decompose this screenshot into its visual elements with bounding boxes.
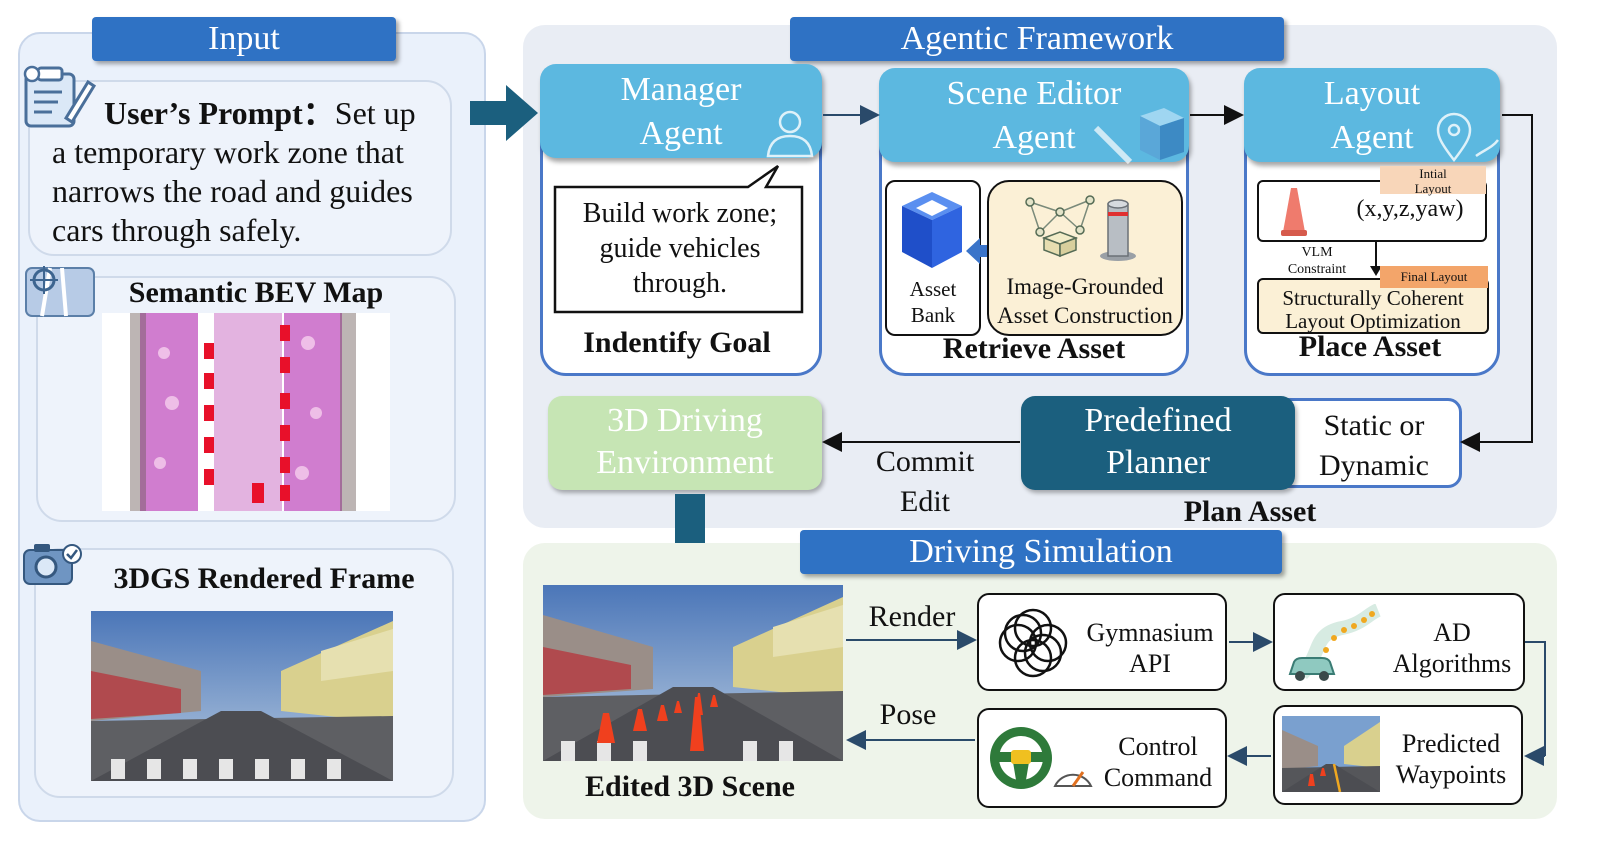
gymnasium-text: Gymnasium API	[1076, 617, 1224, 679]
place-asset-caption: Place Asset	[1298, 330, 1442, 363]
edited-scene-image	[543, 585, 843, 761]
speech-line-2: guide vehicles	[599, 233, 761, 264]
control-command-text: Control Command	[1090, 731, 1226, 793]
plan-asset-caption: Plan Asset	[1183, 495, 1317, 528]
frame-label: 3DGS Rendered Frame	[113, 562, 415, 595]
steering-wheel-icon	[990, 727, 1093, 789]
editor-title-line-1: Scene Editor	[946, 75, 1122, 112]
prompt-label: User’s Prompt	[104, 95, 303, 131]
gym-line-2: API	[1129, 649, 1171, 678]
prompt-line-1: Set up	[334, 95, 416, 131]
retrieve-asset-caption: Retrieve Asset	[942, 332, 1126, 365]
manager-title-line-2: Agent	[639, 115, 723, 152]
coords-text: (x,y,z,yaw)	[1356, 196, 1464, 222]
gymnasium-api-box	[977, 593, 1227, 691]
camera-icon	[23, 544, 82, 585]
network-icon	[1025, 195, 1095, 258]
ad-algorithms-text: AD Algorithms	[1384, 617, 1520, 679]
prompt-line-2: a temporary work zone that	[52, 134, 404, 170]
bollard-icon	[1100, 199, 1136, 261]
construction-line-1: Image-Grounded	[1006, 274, 1164, 299]
asset-bank-line-1: Asset	[909, 277, 957, 301]
gym-line-1: Gymnasium	[1086, 618, 1214, 647]
input-banner: Input	[92, 17, 396, 61]
asset-construction-text: Image-Grounded Asset Construction	[987, 272, 1183, 330]
speech-line-3: through.	[632, 268, 728, 299]
ad-line-1: AD	[1433, 618, 1471, 647]
manager-agent-title: Manager Agent	[540, 64, 822, 158]
driving-environment-box: 3D Driving Environment	[548, 396, 822, 490]
waypoint-line-1: Predicted	[1401, 729, 1501, 758]
manager-speech-text: Build work zone; guide vehicles through.	[556, 196, 804, 301]
commit-line-1: Commit	[875, 445, 975, 478]
control-line-1: Control	[1118, 732, 1198, 761]
optim-line-2: Layout Optimization	[1285, 309, 1461, 333]
vlm-constraint-text: VLM Constraint	[1282, 244, 1352, 278]
control-line-2: Command	[1103, 763, 1213, 792]
initial-tag-line-2: Layout	[1414, 181, 1452, 196]
waypoints-thumbnail	[1282, 716, 1380, 792]
manager-title-line-1: Manager	[620, 71, 742, 108]
prompt-card	[28, 80, 452, 256]
traffic-cone-icon	[1281, 188, 1307, 236]
speech-bubble	[553, 164, 804, 314]
editor-title-line-2: Agent	[992, 119, 1076, 156]
bev-label: Semantic BEV Map	[128, 276, 384, 309]
initial-layout-tag: Intial Layout	[1380, 166, 1486, 196]
asset-construction-box	[987, 180, 1183, 336]
prompt-colon: ：	[302, 95, 335, 131]
simulation-banner: Driving Simulation	[800, 530, 1282, 574]
commit-line-2: Edit	[900, 485, 950, 518]
predefined-planner-box: Predefined Planner	[1021, 396, 1295, 490]
environment-line-2: Environment	[596, 444, 774, 481]
prompt-text: User’s Prompt：Set up a temporary work zo…	[52, 94, 452, 250]
waypoint-line-2: Waypoints	[1395, 760, 1507, 789]
layout-title-line-2: Agent	[1330, 119, 1414, 156]
vlm-line-1: VLM	[1301, 245, 1333, 260]
prompt-clipboard-icon	[23, 65, 97, 128]
vlm-arrow	[1370, 242, 1382, 276]
planner-line-2: Planner	[1106, 444, 1210, 481]
ad-line-2: Algorithms	[1392, 649, 1512, 678]
vlm-line-2: Constraint	[1287, 262, 1347, 277]
map-icon	[25, 266, 95, 317]
initial-tag-line-1: Intial	[1419, 166, 1447, 181]
layout-agent-title: Layout Agent	[1244, 68, 1500, 162]
bev-map-image	[102, 313, 390, 511]
gymnasium-logo-icon	[998, 608, 1068, 678]
rendered-frame-image	[91, 611, 393, 781]
render-label: Render	[868, 600, 956, 633]
prompt-line-3: narrows the road and guides	[52, 173, 413, 209]
commit-edit-text: Commit Edit	[852, 442, 998, 522]
optimization-text: Structurally Coherent Layout Optimizatio…	[1257, 287, 1489, 333]
static-dynamic-text: Static or Dynamic	[1296, 406, 1452, 486]
person-icon	[766, 110, 814, 158]
optim-line-1: Structurally Coherent	[1282, 286, 1464, 310]
prompt-line-4: cars through safely.	[52, 212, 302, 248]
mode-line-1: Static or	[1323, 409, 1425, 442]
framework-banner: Agentic Framework	[790, 17, 1284, 61]
layout-title-line-1: Layout	[1323, 75, 1421, 112]
location-pin-icon	[1436, 112, 1499, 163]
edited-scene-label: Edited 3D Scene	[585, 770, 795, 803]
car-path-icon	[1288, 604, 1382, 681]
final-layout-tag: Final Layout	[1380, 266, 1488, 288]
asset-bank-cube-icon	[902, 192, 962, 268]
asset-bank-text: Asset Bank	[885, 276, 981, 328]
predicted-waypoints-text: Predicted Waypoints	[1384, 728, 1518, 790]
identify-goal-caption: Indentify Goal	[583, 326, 771, 359]
edit-cube-icon	[1093, 108, 1184, 165]
pose-label: Pose	[879, 698, 937, 731]
speech-line-1: Build work zone;	[582, 198, 778, 229]
planner-line-1: Predefined	[1084, 402, 1232, 439]
construction-line-2: Asset Construction	[997, 303, 1173, 328]
mode-line-2: Dynamic	[1319, 449, 1429, 482]
environment-line-1: 3D Driving	[607, 402, 763, 439]
editor-agent-title: Scene Editor Agent	[879, 68, 1189, 162]
input-arrow	[470, 85, 538, 141]
asset-bank-line-2: Bank	[910, 303, 956, 327]
